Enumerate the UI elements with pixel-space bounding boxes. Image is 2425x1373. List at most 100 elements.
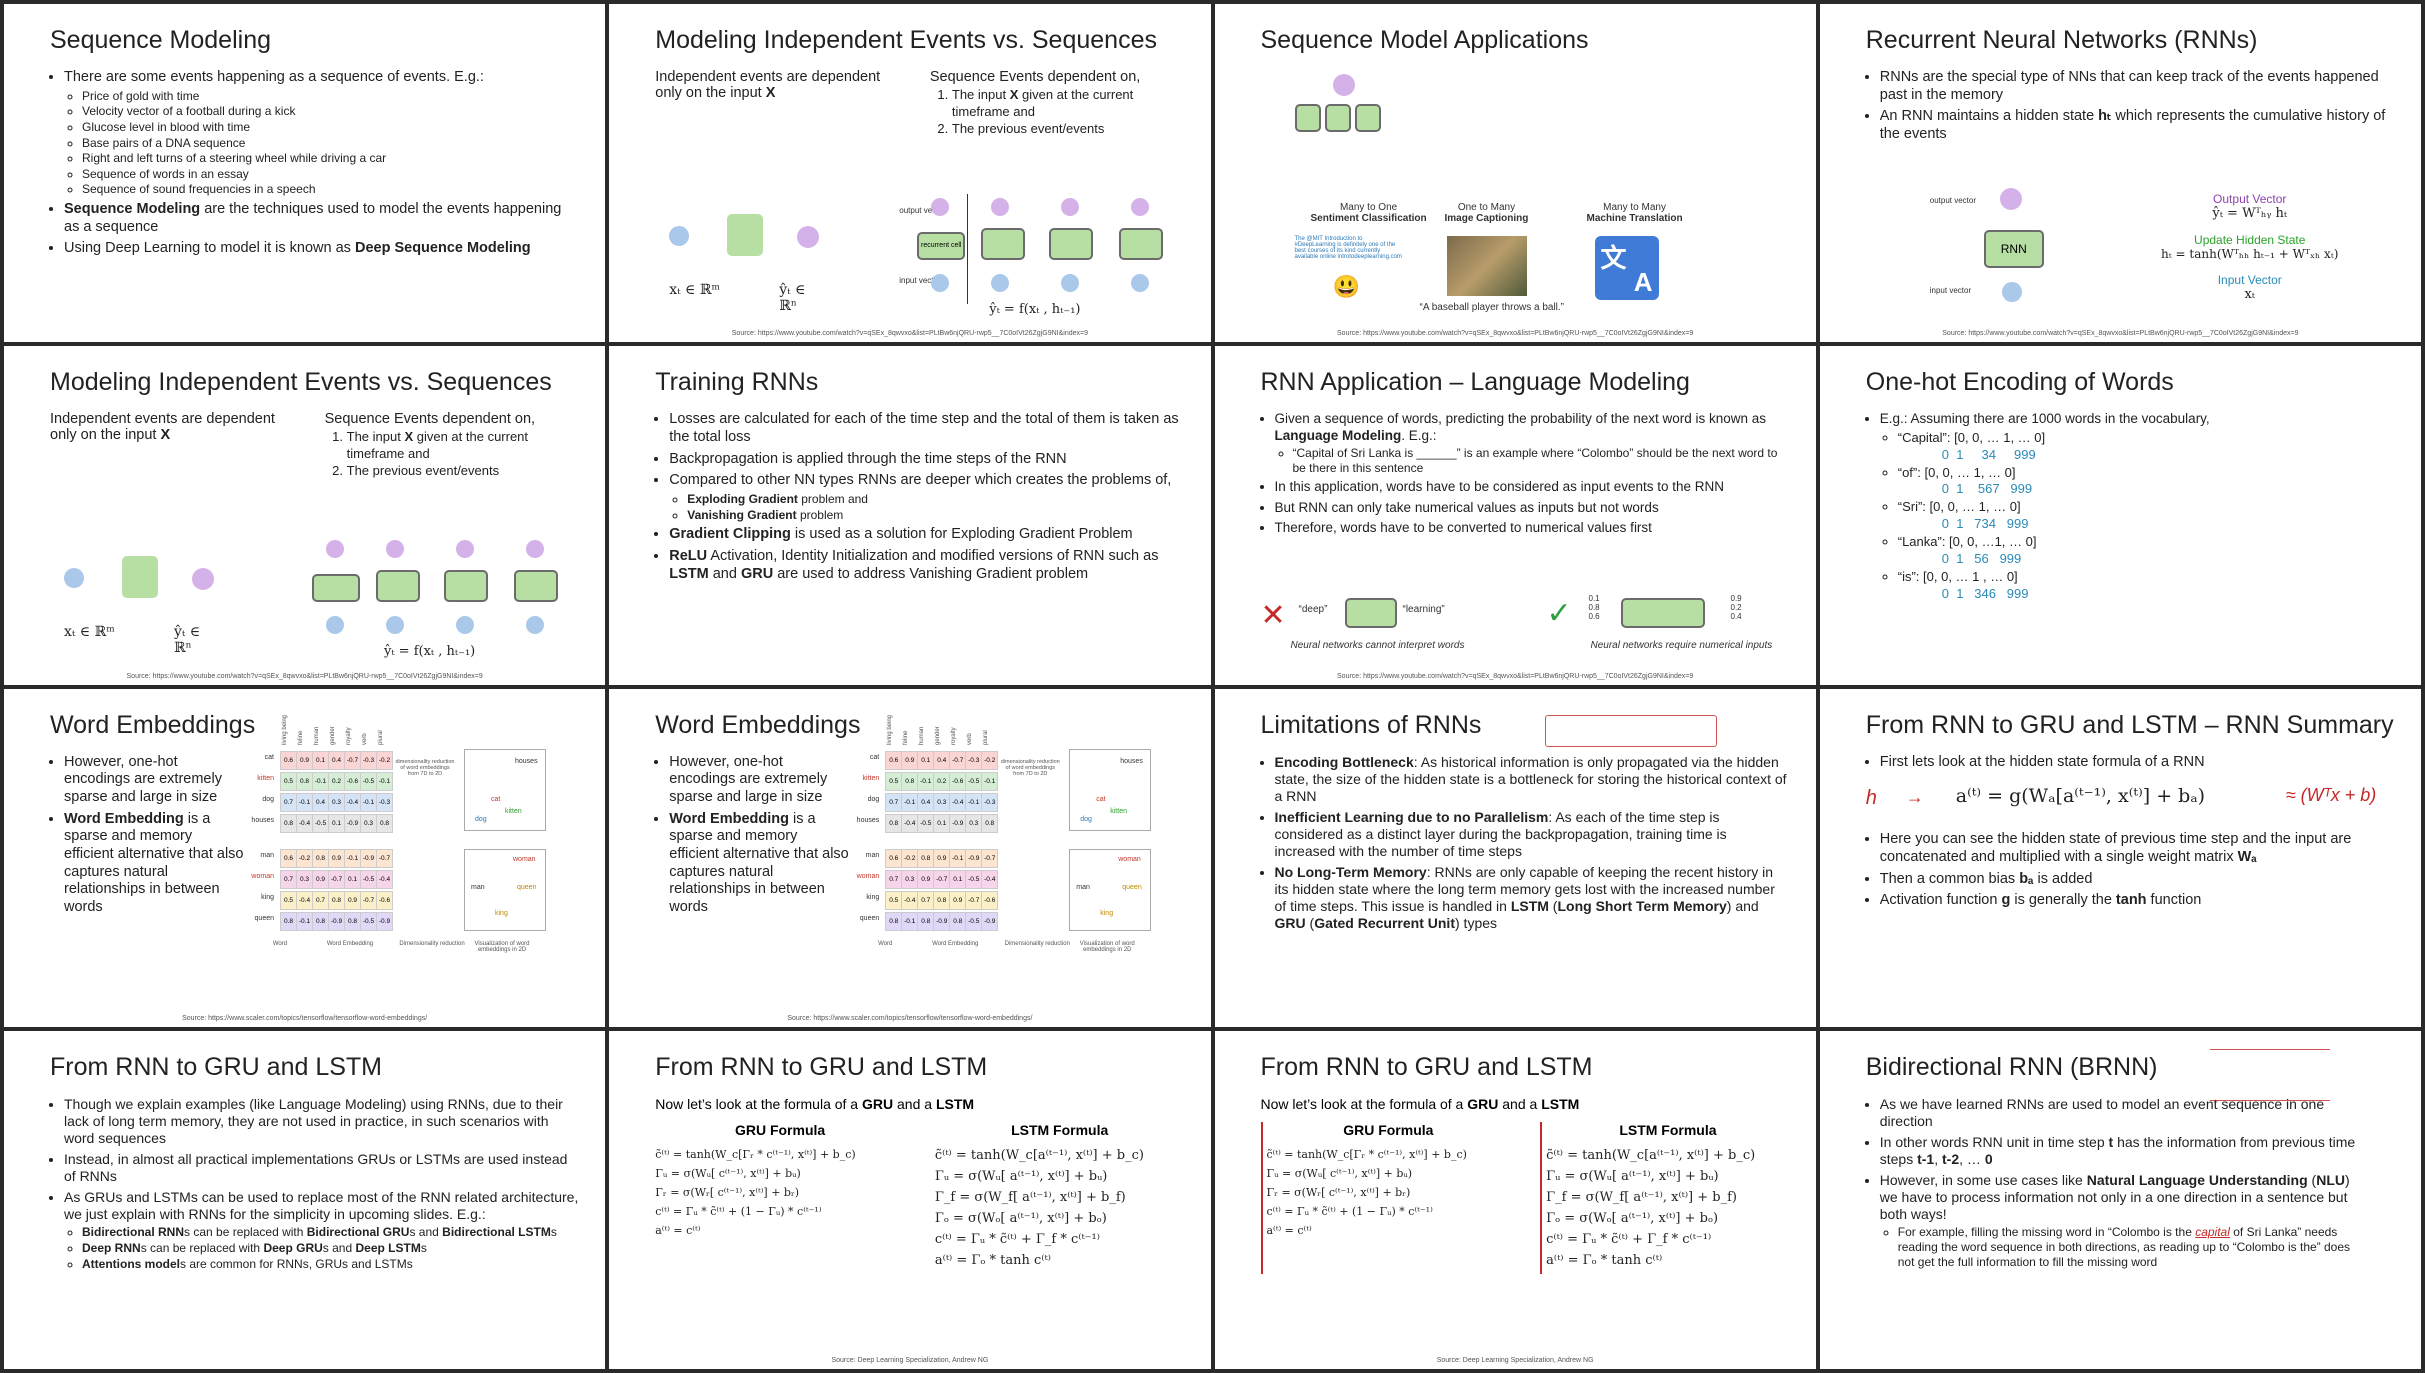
embedding-cell: -0.9 [360,848,377,868]
embedding-cell: -0.2 [981,750,999,770]
embedding-row-label: woman [856,872,880,880]
rnn-diagram: output vector RNN input vector [1930,184,2090,314]
embedding-cell: 0.3 [901,869,919,889]
slide-title: From RNN to GRU and LSTM – RNN Summary [1865,710,2394,739]
slide-brnn[interactable]: Bidirectional RNN (BRNN) As we have lear… [1819,1030,2421,1369]
embedding-cell: 0.8 [376,813,393,833]
output-node [797,226,820,248]
embedding-cell: 0.8 [328,890,345,910]
embedding-cell: 0.3 [328,792,345,812]
embedding-footer-label: Word [878,940,893,947]
slide-rnn-to-gru-lstm[interactable]: From RNN to GRU and LSTM Though we expla… [4,1030,606,1369]
embedding-cell: 0.8 [917,848,935,868]
slide-gru-lstm-formulas-annotated[interactable]: From RNN to GRU and LSTM Now let’s look … [1214,1030,1816,1369]
slide-word-embeddings[interactable]: Word Embeddings However, one-hot encodin… [4,688,606,1027]
embedding-cell: -0.9 [981,911,999,931]
embedding-cell: -0.5 [360,869,377,889]
dim-reduction-note: dimensionality reduction of word embeddi… [1000,758,1060,777]
embedding-cell: -0.7 [360,890,377,910]
embedding-cell: 0.1 [328,813,345,833]
embedding-col-header: human [919,726,926,745]
embedding-cell: 0.8 [280,911,297,931]
embedding-cell: -0.1 [901,792,919,812]
embedding-cell: -0.1 [360,792,377,812]
smile-icon: 😃 [1332,274,1360,299]
slide-one-hot[interactable]: One-hot Encoding of Words E.g.: Assuming… [1819,346,2421,685]
embedding-point-label: queen [1122,883,1142,891]
cross-icon: ✕ [1260,599,1286,633]
embedding-cell: -0.3 [376,792,393,812]
embedding-row-label: king [261,893,274,901]
embedding-cell: 0.7 [885,869,903,889]
embedding-cell: -0.7 [965,890,983,910]
embedding-cell: 0.8 [312,911,329,931]
slide-rnn[interactable]: Recurrent Neural Networks (RNNs) RNNs ar… [1819,4,2421,343]
embedding-point-label: cat [491,795,501,803]
slide-word-embeddings-2[interactable]: Word Embeddings However, one-hot encodin… [609,688,1211,1027]
embedding-point-label: kitten [1110,807,1127,815]
embedding-cell: -0.7 [933,869,951,889]
embedding-cell: 0.8 [280,813,297,833]
nn-box [727,214,764,256]
embedding-cell: -0.1 [344,848,361,868]
embedding-col-header: gender [935,725,942,745]
embedding-cell: -0.5 [965,869,983,889]
embedding-row-label: cat [869,753,880,761]
embedding-row-label: queen [859,914,880,922]
gru-column: GRU Formula c̃⁽ᵗ⁾ = tanh(W_c[Γᵣ * c⁽ᵗ⁻¹⁾… [655,1121,856,1237]
slide-independent-vs-sequences-2[interactable]: Modeling Independent Events vs. Sequence… [4,346,606,685]
embedding-cell: 0.6 [885,750,903,770]
embedding-cell: -0.7 [981,848,999,868]
input-node [669,226,690,246]
sub-bullet: Sequence of sound frequencies in a speec… [82,182,579,197]
embedding-cell: 0.3 [360,813,377,833]
slide-limitations[interactable]: Limitations of RNNs Encoding Bottleneck:… [1214,688,1816,1027]
embedding-col-header: gender [330,725,336,745]
embedding-row-label: man [865,851,880,859]
bullet: There are some events happening as a seq… [64,69,579,197]
embedding-cell: 0.8 [885,911,903,931]
embedding-cell: 0.9 [933,848,951,868]
embedding-row-label: kitten [257,774,274,782]
embedding-point-label: queen [517,883,537,891]
lstm-column: LSTM Formula c̃⁽ᵗ⁾ = tanh(W_c[a⁽ᵗ⁻¹⁾, x⁽… [934,1121,1144,1268]
slide-title: Modeling Independent Events vs. Sequence… [50,368,552,397]
embedding-row-label: dog [262,795,274,803]
embedding-cell: 0.4 [917,792,935,812]
embedding-cell: 0.7 [280,869,297,889]
slide-title: From RNN to GRU and LSTM [655,1052,988,1081]
slide-gru-lstm-formulas[interactable]: From RNN to GRU and LSTM Now let’s look … [609,1030,1211,1369]
embedding-cell: 0.1 [933,813,951,833]
embedding-cell: -0.6 [376,890,393,910]
slide-training-rnns[interactable]: Training RNNs Losses are calculated for … [609,346,1211,685]
slide-title: Modeling Independent Events vs. Sequence… [655,26,1157,54]
slide-sequence-modeling[interactable]: Sequence Modeling There are some events … [4,4,606,343]
sub-bullet: Glucose level in blood with time [82,120,579,135]
embedding-cell: -0.1 [981,771,999,791]
embedding-col-header: plural [983,729,990,745]
slide-title: Training RNNs [655,368,819,397]
arrow-icon: → [1905,787,1924,808]
slide-rnn-summary[interactable]: From RNN to GRU and LSTM – RNN Summary F… [1819,688,2421,1027]
embedding-footer-label: Word [272,940,288,947]
source-note: Source: https://www.youtube.com/watch?v=… [1942,330,2299,338]
slide-language-modeling[interactable]: RNN Application – Language Modeling Give… [1214,346,1816,685]
slide-independent-vs-sequences[interactable]: Modeling Independent Events vs. Sequence… [609,4,1211,343]
source-note: Source: https://www.youtube.com/watch?v=… [1337,330,1694,338]
slide-title: Bidirectional RNN (BRNN) [1865,1052,2158,1081]
embedding-cell: 0.3 [296,869,313,889]
embedding-cell: -0.6 [949,771,967,791]
source-note: Source: https://www.youtube.com/watch?v=… [731,330,1088,338]
embedding-cell: -0.1 [917,771,935,791]
embedding-footer-label: Word Embedding [932,940,979,947]
embedding-cell: 0.3 [933,792,951,812]
out-node [931,198,950,216]
embedding-cell: -0.5 [360,911,377,931]
embedding-cell: 0.4 [312,792,329,812]
